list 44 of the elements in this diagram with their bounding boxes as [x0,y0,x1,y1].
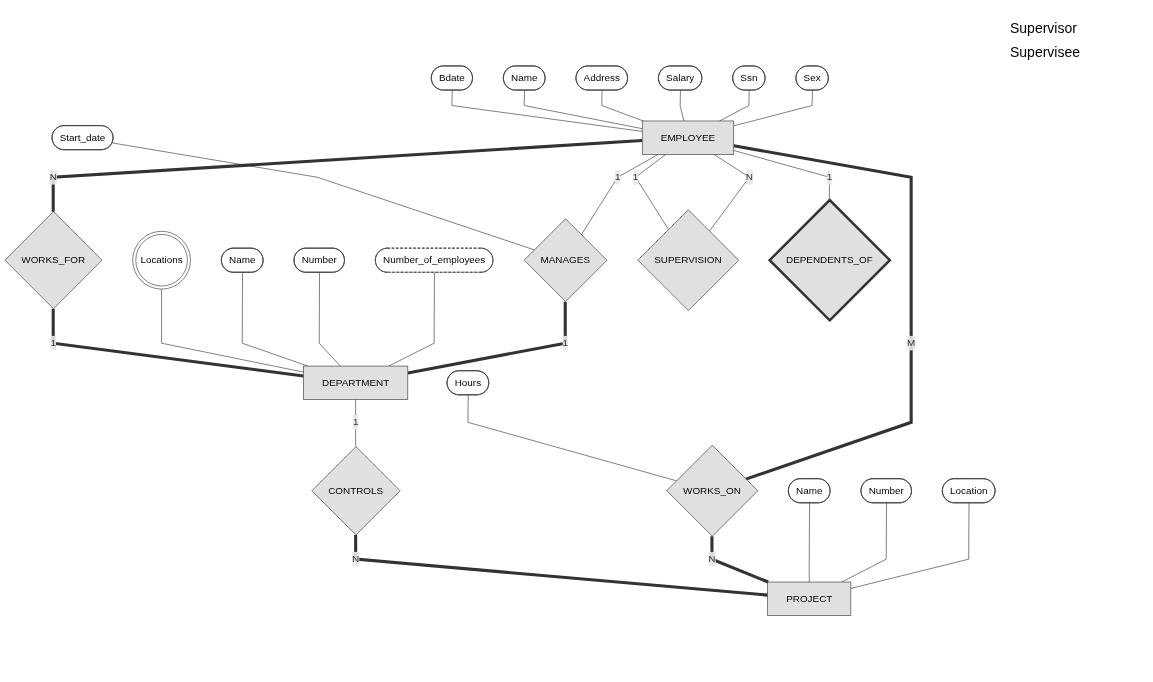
connector [523,90,643,130]
role-label: Supervisee [1010,44,1082,60]
node-box: PROJECT [767,582,852,617]
node-box: EMPLOYEE [641,120,735,155]
connector [318,272,341,367]
connector [407,301,567,375]
node-diamond: SUPERVISION [637,209,739,312]
connector [719,90,750,122]
node-diamond: DEPENDENTS_OF [767,198,892,323]
connector [733,90,813,127]
role-label: Supervisor [1010,20,1078,36]
connector [581,154,659,236]
edge-label: 1 [826,171,833,183]
connector [733,144,913,481]
connector [51,139,643,212]
connector [850,503,970,589]
node-diamond: MANAGES [523,218,608,303]
connector [808,503,810,583]
connector [451,90,643,133]
connector [601,90,644,122]
node-diamond: CONTROLS [311,446,401,536]
connector [467,395,677,482]
edge-label: M [907,337,916,349]
connector [354,535,768,597]
edge-label: 1 [632,171,639,183]
edge-label: N [708,553,716,565]
connector [388,272,435,367]
node-diamond: WORKS_ON [666,445,759,537]
node-box: DEPARTMENT [303,366,409,401]
edge-label: 1 [562,337,568,349]
connector [51,309,304,378]
edge-label: N [49,171,57,183]
edge-label: N [745,171,753,183]
edge-label: 1 [50,337,56,349]
connector [679,90,685,122]
edge-label: 1 [352,417,359,428]
connector [733,150,830,201]
connector [111,142,535,251]
connector [841,503,887,583]
connector [710,536,769,584]
node-diamond: WORKS_FOR [4,211,103,310]
edge-label: 1 [614,171,621,183]
connector [161,289,304,373]
edge-label: N [352,553,360,565]
